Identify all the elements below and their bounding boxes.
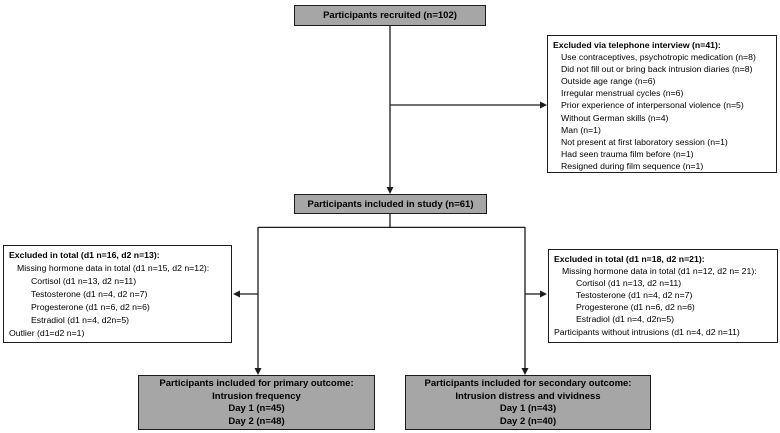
excluded-telephone-title: Excluded via telephone interview (n=41):	[553, 40, 721, 50]
box-secondary-outcome: Participants included for secondary outc…	[405, 375, 651, 430]
arrowheads	[233, 101, 547, 375]
excluded-telephone-item: Did not fill out or bring back intrusion…	[561, 64, 753, 75]
excluded-telephone-item: Resigned during film sequence (n=1)	[561, 160, 704, 171]
secondary-outcome-measure: Intrusion distress and vividness	[455, 390, 601, 402]
excluded-right-footer: Participants without intrusions (d1 n=4,…	[554, 326, 740, 337]
excluded-telephone-item: Use contraceptives, psychotropic medicat…	[561, 52, 756, 63]
excluded-right-title: Excluded in total (d1 n=18, d2 n=21):	[554, 254, 705, 264]
included-label: Participants included in study (n=61)	[307, 198, 474, 210]
secondary-outcome-day2: Day 2 (n=40)	[499, 415, 557, 427]
excluded-right-item: Progesterone (d1 n=6, d2 n=6)	[576, 302, 695, 313]
primary-outcome-day1: Day 1 (n=45)	[228, 403, 285, 414]
excluded-right-item: Cortisol (d1 n=13, d2 n=11)	[576, 278, 682, 289]
flow-arrows	[240, 26, 541, 369]
excluded-telephone-item: Prior experience of interpersonal violen…	[561, 100, 744, 111]
excluded-left-item: Estradiol (d1 n=4, d2n=5)	[31, 315, 130, 325]
excluded-telephone-item: Man (n=1)	[561, 124, 601, 135]
excluded-telephone-item: Not present at first laboratory session …	[561, 136, 728, 147]
recruited-label: Participants recruited (n=102)	[323, 10, 457, 21]
box-participants-recruited: Participants recruited (n=102)	[294, 5, 486, 26]
box-participants-included: Participants included in study (n=61)	[294, 194, 487, 214]
box-excluded-total-right: Excluded in total (d1 n=18, d2 n=21): Mi…	[548, 249, 778, 343]
excluded-left-subtitle: Missing hormone data in total (d1 n=15, …	[17, 263, 210, 273]
secondary-outcome-title: Participants included for secondary outc…	[424, 378, 632, 389]
primary-outcome-day2: Day 2 (n=48)	[228, 415, 285, 427]
excluded-left-footer: Outlier (d1=d2 n=1)	[9, 328, 85, 338]
excluded-left-item: Testosterone (d1 n=4, d2 n=7)	[31, 289, 148, 299]
excluded-telephone-item: Without German skills (n=4)	[561, 112, 669, 123]
arrowhead-right-exclusion	[540, 290, 547, 298]
excluded-right-subtitle: Missing hormone data in total (d1 n=12, …	[562, 266, 757, 277]
box-excluded-telephone: Excluded via telephone interview (n=41):…	[547, 35, 777, 173]
excluded-right-item: Estradiol (d1 n=4, d2n=5)	[576, 314, 675, 325]
excluded-right-item: Testosterone (d1 n=4, d2 n=7)	[576, 290, 693, 301]
excluded-left-item: Progesterone (d1 n=6, d2 n=6)	[31, 302, 150, 312]
excluded-left-item: Cortisol (d1 n=13, d2 n=11)	[31, 276, 137, 286]
box-primary-outcome: Participants included for primary outcom…	[138, 375, 375, 430]
primary-outcome-title: Participants included for primary outcom…	[159, 378, 354, 389]
secondary-outcome-day1: Day 1 (n=43)	[499, 403, 557, 414]
arrowhead-down-secondary	[521, 368, 529, 375]
excluded-telephone-item: Outside age range (n=6)	[561, 76, 656, 87]
arrowhead-left-exclusion	[233, 290, 240, 298]
primary-outcome-measure: Intrusion frequency	[212, 390, 301, 402]
box-excluded-total-left: Excluded in total (d1 n=16, d2 n=13): Mi…	[3, 245, 232, 343]
arrowhead-right-phone	[540, 101, 547, 109]
arrowhead-down-primary	[254, 368, 262, 375]
excluded-telephone-item: Had seen trauma film before (n=1)	[561, 148, 694, 159]
arrowhead-down-included	[386, 187, 394, 194]
excluded-left-title: Excluded in total (d1 n=16, d2 n=13):	[9, 250, 160, 260]
excluded-telephone-item: Irregular menstrual cycles (n=6)	[561, 88, 684, 99]
